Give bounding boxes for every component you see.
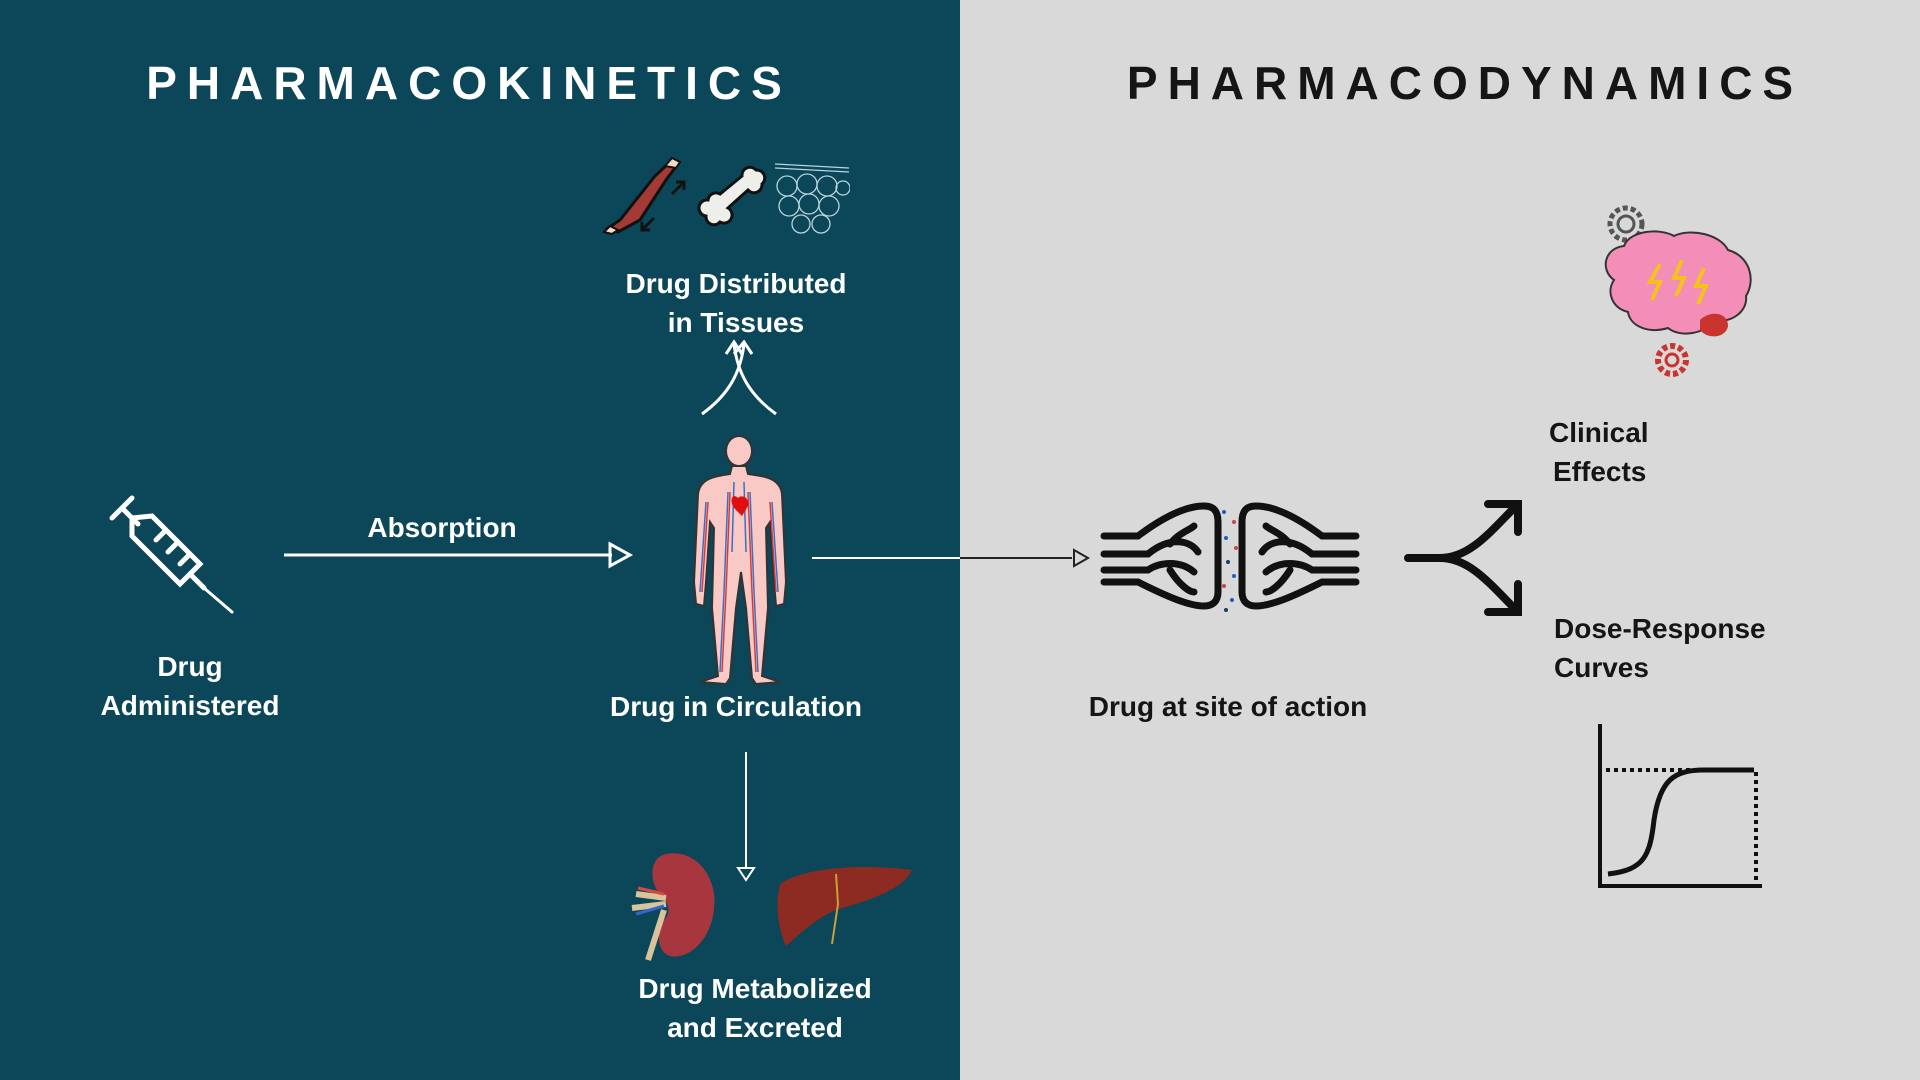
circulation-to-excretion-arrow [736,752,756,882]
fork-arrow-icon [1404,500,1522,616]
drug-metabolized-line2: and Excreted [667,1012,843,1043]
neurotransmitter-dots [1222,510,1238,612]
synapse-icon [1100,502,1360,612]
absorption-label: Absorption [367,512,517,543]
drug-metabolized-line1: Drug Metabolized [638,973,872,1004]
drug-in-circulation-label: Drug in Circulation [610,691,862,722]
dose-response-line2: Curves [1554,652,1649,683]
clinical-effects-label: Clinical Effects [1549,413,1649,491]
circulation-to-site-arrow [812,548,1091,568]
drug-at-site-label: Drug at site of action [1088,691,1368,722]
drug-administered-line1: Drug [157,651,223,682]
syringe-icon [109,495,234,614]
pharmacodynamics-panel [960,0,1920,1080]
brain-icon [1604,205,1752,377]
drug-distributed-line1: Drug Distributed [625,268,847,299]
clinical-effects-line2: Effects [1553,456,1647,487]
dose-response-label: Dose-Response Curves [1554,609,1766,687]
muscle-icon [602,156,686,236]
tissue-icons [602,156,850,236]
pharmacodynamics-title: PHARMACODYNAMICS [1126,57,1804,109]
excretion-organs [631,853,912,961]
adipose-tissue-icon [774,163,850,234]
drug-administered-label: Drug Administered [101,647,280,725]
clinical-effects-line1: Clinical [1549,417,1649,448]
liver-icon [777,866,912,946]
dose-response-line1: Dose-Response [1554,613,1766,644]
drug-distributed-label: Drug Distributed in Tissues [626,264,847,342]
pharmacokinetics-title: PHARMACOKINETICS [146,57,792,109]
drug-metabolized-label: Drug Metabolized and Excreted [638,969,871,1047]
absorption-arrow [284,541,634,569]
kidney-icon [631,853,715,961]
human-circulation-icon [692,434,788,686]
crossed-arrows-icon [701,339,777,416]
drug-administered-line2: Administered [100,690,280,721]
drug-distributed-line2: in Tissues [667,307,805,338]
dose-response-curve-icon [1598,724,1762,888]
bone-icon [697,165,767,227]
